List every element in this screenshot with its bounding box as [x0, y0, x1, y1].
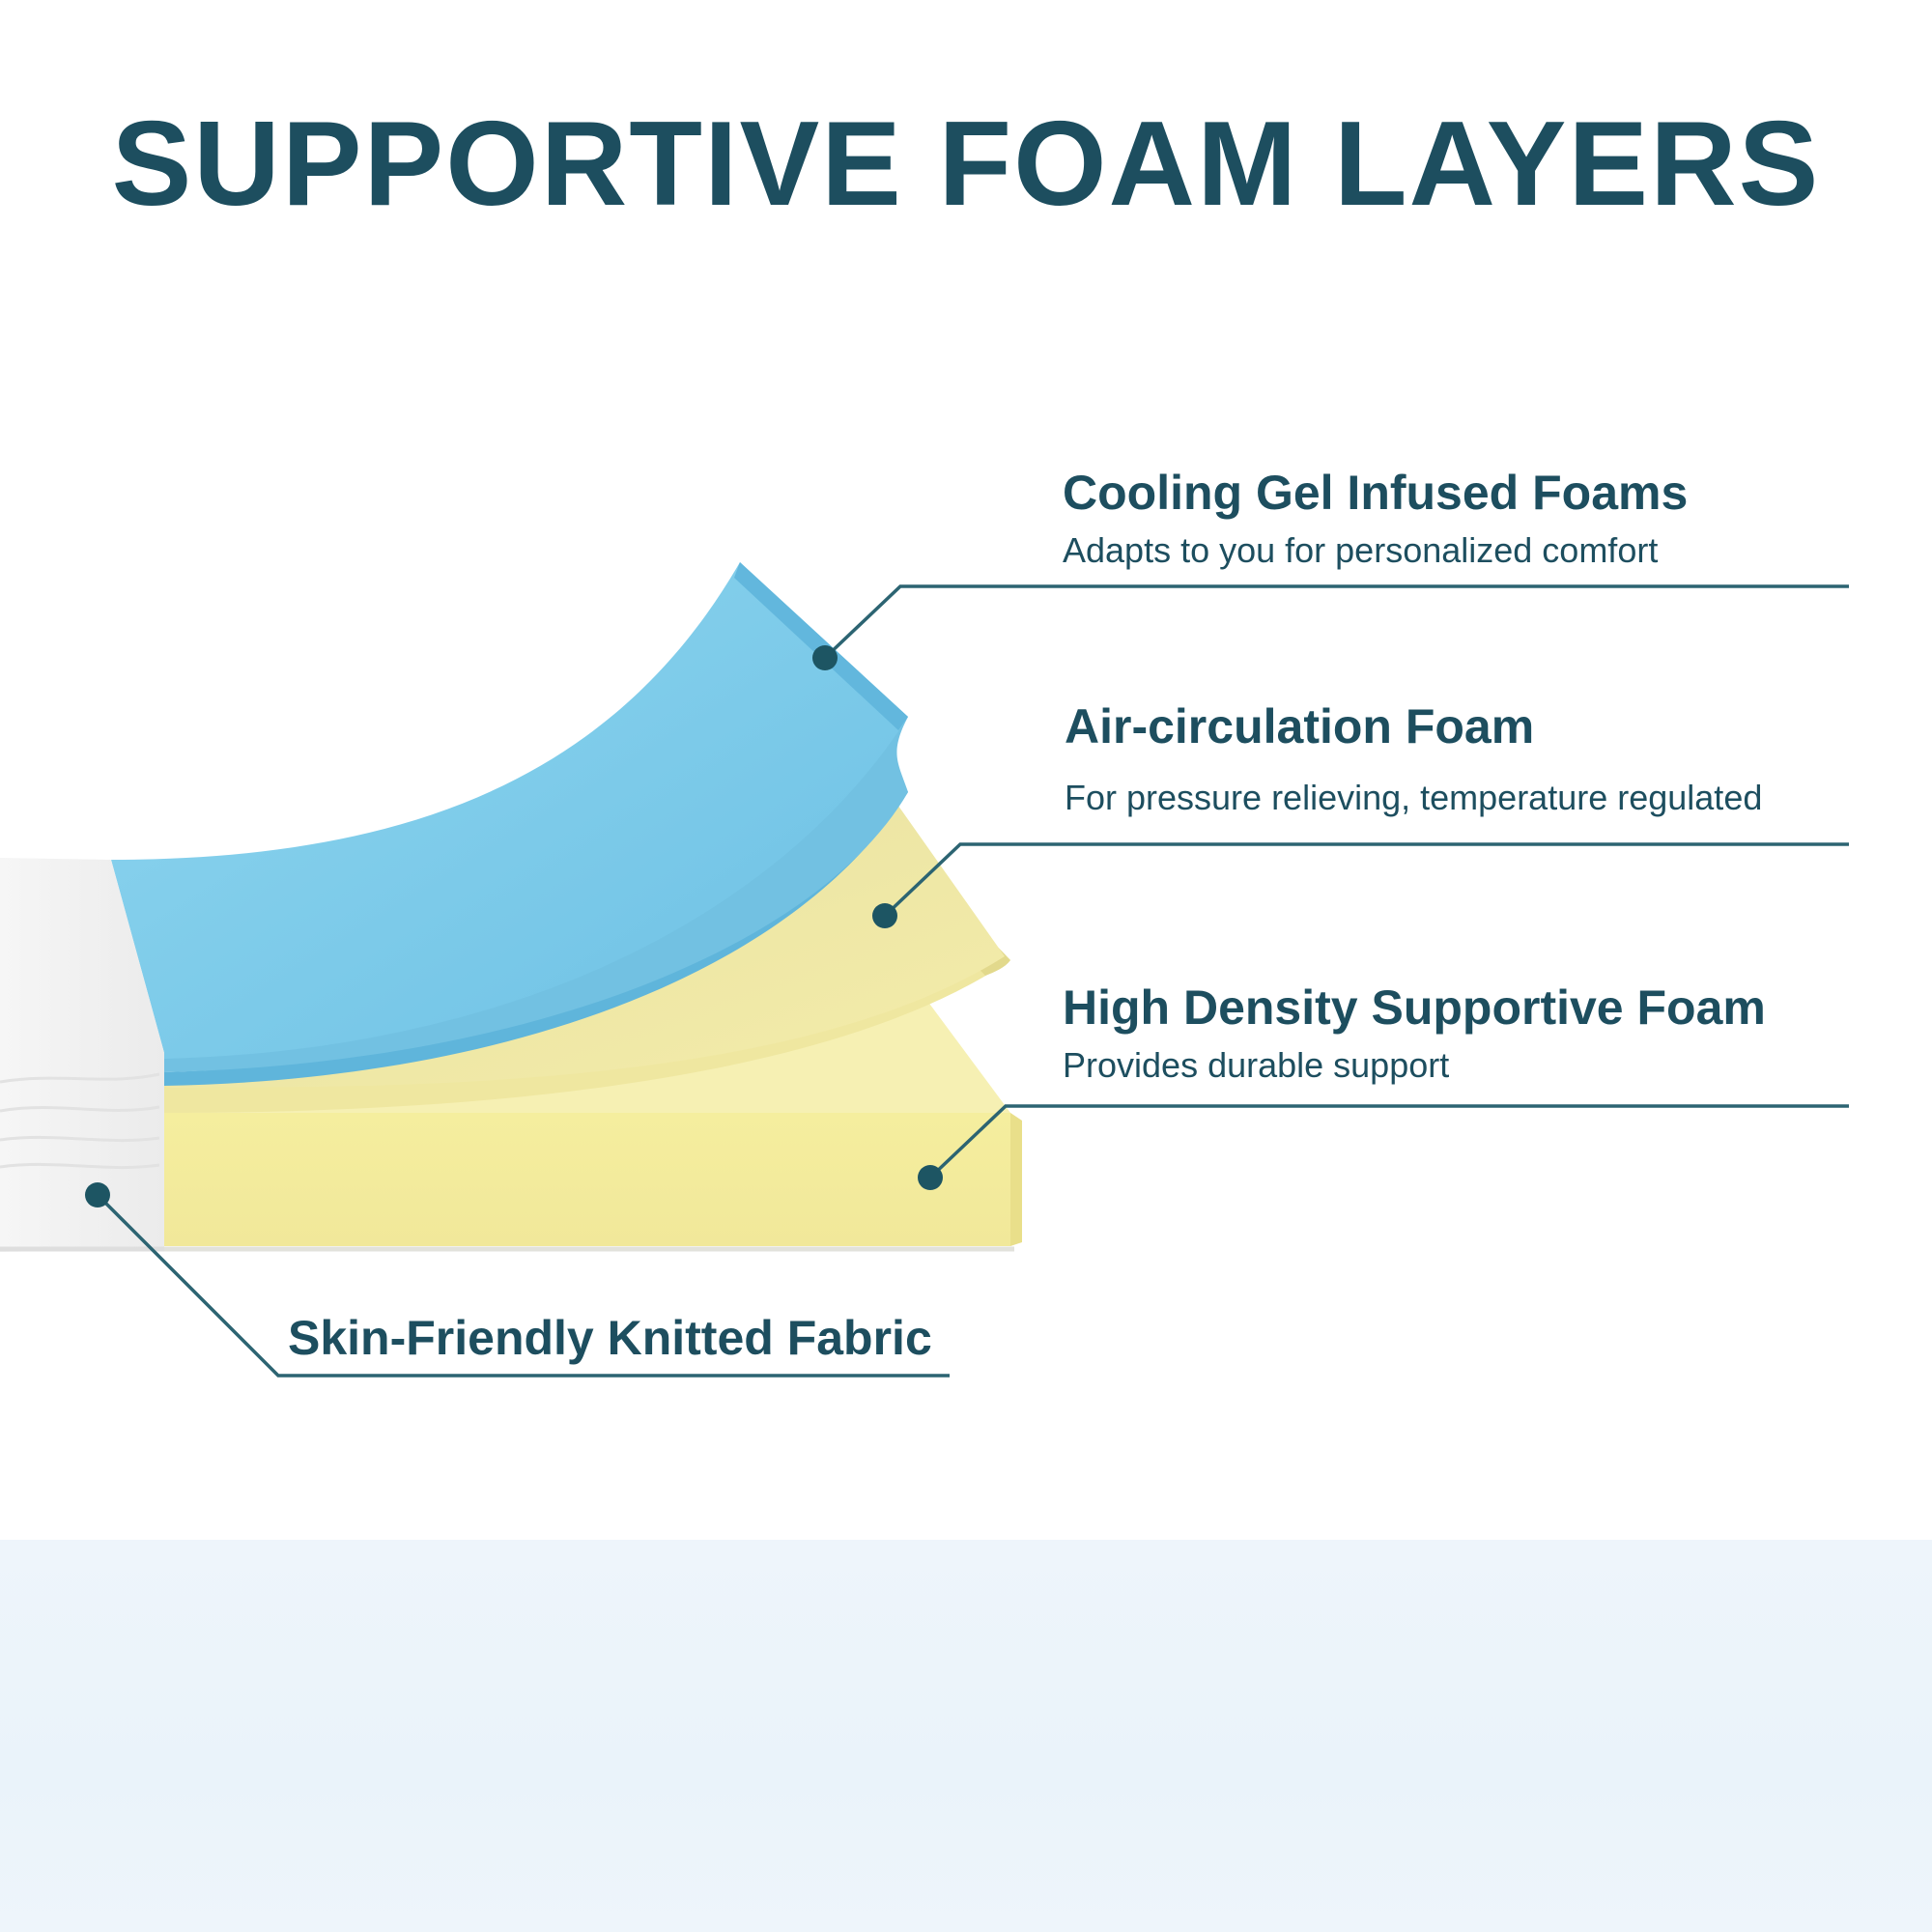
- page-title: SUPPORTIVE FOAM LAYERS: [111, 98, 1821, 231]
- high-density-foam-layer: [164, 1001, 1022, 1252]
- fabric-marker-dot: [85, 1182, 110, 1208]
- cooling-gel-leader: [823, 584, 1849, 660]
- cooling-gel-label: Cooling Gel Infused Foams Adapts to you …: [1063, 467, 1688, 570]
- knitted-fabric-cover: [0, 858, 164, 1252]
- bottom-background-band: [0, 1540, 1932, 1932]
- air-circulation-foam-layer: [164, 792, 1010, 1113]
- air-circulation-heading: Air-circulation Foam: [1065, 699, 1535, 753]
- air-circulation-leader: [883, 842, 1849, 918]
- air-circulation-marker-dot: [872, 903, 897, 928]
- high-density-description: Provides durable support: [1063, 1045, 1450, 1085]
- cooling-gel-heading: Cooling Gel Infused Foams: [1063, 466, 1689, 520]
- high-density-heading: High Density Supportive Foam: [1063, 980, 1766, 1035]
- air-circulation-description: For pressure relieving, temperature regu…: [1065, 778, 1763, 817]
- cooling-gel-description: Adapts to you for personalized comfort: [1063, 530, 1659, 570]
- high-density-label: High Density Supportive Foam Provides du…: [1063, 981, 1766, 1085]
- fabric-heading: Skin-Friendly Knitted Fabric: [288, 1311, 932, 1365]
- high-density-leader: [928, 1104, 1849, 1179]
- cooling-gel-marker-dot: [812, 645, 838, 670]
- fabric-label: Skin-Friendly Knitted Fabric: [288, 1312, 932, 1365]
- air-circulation-label: Air-circulation Foam For pressure reliev…: [1065, 700, 1762, 817]
- high-density-marker-dot: [918, 1165, 943, 1190]
- fabric-leader: [96, 1193, 950, 1378]
